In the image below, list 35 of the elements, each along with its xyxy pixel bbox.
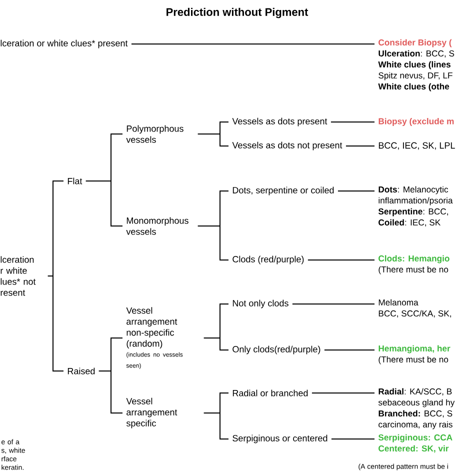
branch-label: lceration r white lues* not resent [0,256,36,296]
branch-label: Clods (red/purple) [232,256,304,264]
connector-line [197,226,229,260]
branch-label: Vessel arrangement specific [126,398,178,428]
connector-line [85,180,123,226]
branch-label: BCC, IEC, SK, LPL [378,142,455,150]
branch-label: Radial or branched [232,390,308,396]
branch-label: Polymorphous vessels [126,125,184,143]
connector-line [47,276,64,372]
connector-line [203,338,229,350]
branch-label: Raised [68,368,95,374]
connector-line [337,190,375,192]
connector-line [197,134,229,146]
outcome-text: Radial: KA/SCC, B sebaceous gland hy Branched: BCC, S carcinoma, any rais [378,388,455,430]
branch-label: Dots, serpentine or coiled [232,186,334,196]
branch-label: Vessels as dots present [232,118,328,126]
connector-line [330,438,375,440]
outcome-text: Serpiginous: CCA Centered: SK, vir [378,434,452,453]
branch-label: Only clods(red/purple) [232,346,320,354]
connector-line [203,412,229,440]
outcome-text: Dots: Melanocytic inflammation/psoria Serpentine: BCC, Coiled: IEC, SK [378,186,453,227]
outcome-text: Consider Biopsy ( Ulceration: BCC, S White clues (lines Spitz nevus, DF, LF White clues (othe [378,39,454,92]
outcome-text: Melanoma BCC, SCC/KA, SK, [378,299,452,318]
branch-label: Not only clods [232,300,288,308]
branch-label: Vessels as dots not present [232,142,342,150]
branch-label: Serpiginous or centered [232,434,328,444]
title: Prediction without Pigment [166,8,308,18]
connector-line [98,370,123,414]
outcome-text: Clods: Hemangio (There must be no [378,255,450,274]
branch-label: lceration or white clues* present [0,40,128,48]
connector-line [311,392,375,394]
branch-label: Monomorphous vessels [126,217,188,235]
outcome-text: Biopsy (exclude m [378,118,454,126]
branch-label: Flat [68,178,82,184]
outcome-text: Hemangioma, her (There must be no [378,345,450,364]
